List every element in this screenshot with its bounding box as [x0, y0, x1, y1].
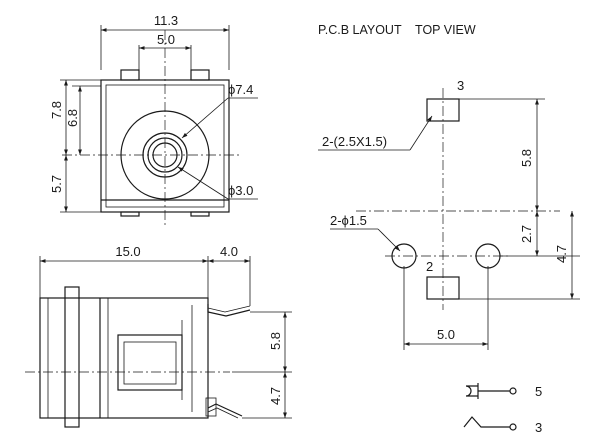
- pcb-pad-leader: [409, 115, 433, 151]
- side-pin-top-edge: [207, 305, 251, 313]
- pcb-pin-bottom-label: 2: [426, 259, 433, 274]
- pcb-title: P.C.B LAYOUT TOP VIEW: [318, 23, 476, 37]
- pcb-layout: P.C.B LAYOUT TOP VIEW 3 2 2-(2.5X1.5) 5.…: [318, 23, 580, 350]
- front-width-label: 11.3: [154, 13, 178, 28]
- side-pin-spacing-label: 5.8: [268, 332, 283, 350]
- front-tab-bottom-left: [120, 211, 140, 217]
- front-height-inner-label: 6.8: [65, 109, 80, 127]
- front-outer-dia-label: ϕ7.4: [228, 82, 253, 97]
- front-inner-dia-leader: [177, 166, 229, 200]
- side-pin-lower-label: 4.7: [268, 387, 283, 405]
- front-inner-width-label: 5.0: [157, 32, 175, 47]
- front-inner-dia-label: ϕ3.0: [228, 183, 253, 198]
- pcb-right-vert-label: 4.7: [554, 245, 569, 263]
- legend-switch-symbol: [463, 416, 510, 428]
- front-tab-bottom-right: [190, 211, 210, 217]
- side-pin-offset-label: 4.0: [220, 244, 238, 259]
- front-tab-top-left: [120, 69, 140, 81]
- side-view: 15.0 4.0 5.8 4.7: [25, 244, 292, 428]
- pcb-hole-spacing-label: 5.0: [437, 327, 455, 342]
- legend-plug-symbol: [465, 385, 478, 397]
- legend-plug-terminal: [509, 387, 517, 395]
- side-pin-bottom: [207, 403, 243, 417]
- side-switch-inner: [123, 341, 177, 385]
- pcb-hole-leader: [377, 228, 401, 252]
- legend-switch-terminal: [509, 423, 517, 431]
- front-height-upper-label: 7.8: [49, 101, 64, 119]
- side-bottom-tab: [205, 397, 217, 417]
- side-pin-bottom-edge: [207, 407, 239, 419]
- legend-switch-pin-label: 3: [535, 420, 542, 435]
- front-outer-dia-leader: [181, 97, 229, 139]
- pcb-vert-label: 5.8: [519, 149, 534, 167]
- side-flange: [64, 286, 80, 428]
- legend-plug-pin-label: 5: [535, 384, 542, 399]
- pcb-hole-label: 2-ϕ1.5: [330, 213, 367, 228]
- pcb-pad-label: 2-(2.5X1.5): [322, 134, 387, 149]
- front-height-lower-label: 5.7: [49, 175, 64, 193]
- front-view: 11.3 5.0 7.8 6.8 5.7 ϕ7.4 ϕ3.0: [49, 13, 258, 225]
- side-pin-top: [207, 304, 251, 317]
- legend: 5 3: [463, 383, 542, 435]
- side-switch-block: [117, 334, 183, 391]
- front-tab-top-right: [190, 69, 210, 81]
- side-length-label: 15.0: [115, 244, 140, 259]
- pcb-small-vert-label: 2.7: [519, 225, 534, 243]
- side-body-outline: [39, 297, 209, 419]
- pcb-pin-top-label: 3: [457, 78, 464, 93]
